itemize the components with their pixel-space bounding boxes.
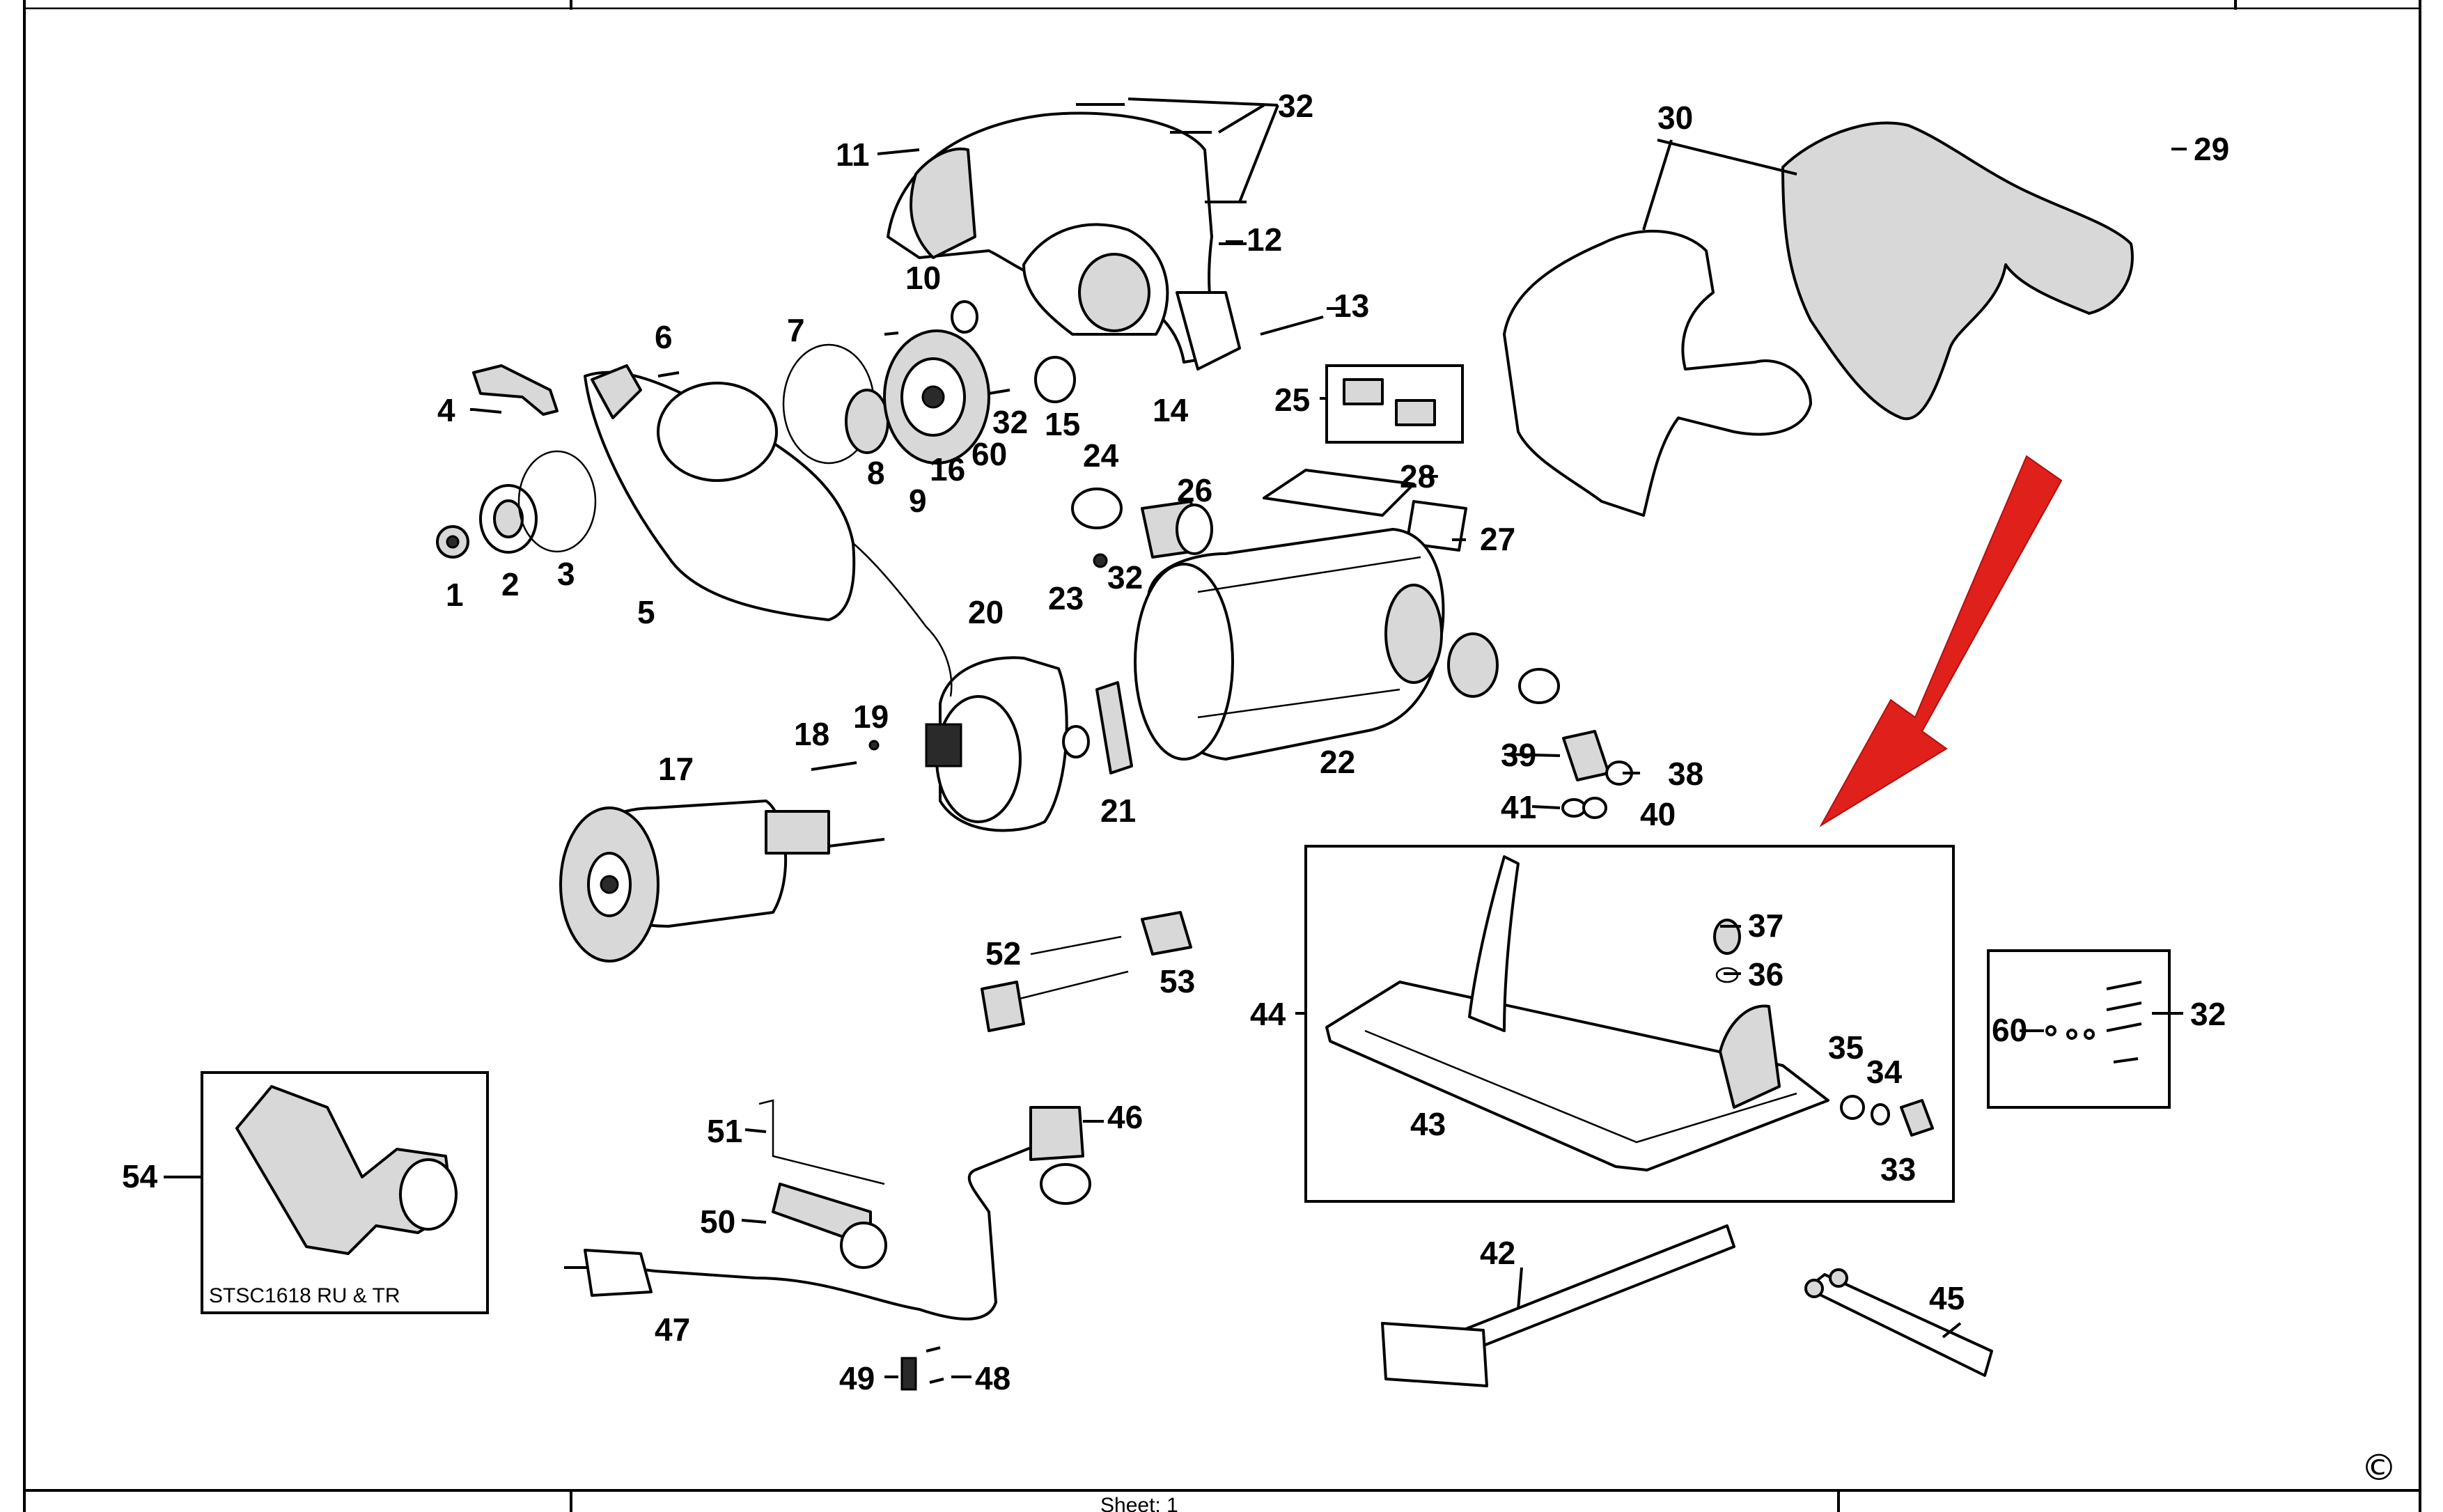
part-label-11: 11 xyxy=(836,137,870,173)
part-label-28: 28 xyxy=(1400,458,1435,494)
part-label-35: 35 xyxy=(1828,1029,1864,1066)
part-label-41: 41 xyxy=(1501,789,1536,825)
part-label-49: 49 xyxy=(839,1360,875,1396)
part-label-34: 34 xyxy=(1866,1054,1903,1090)
part-label-43: 43 xyxy=(1410,1106,1446,1142)
flange-washer-parts xyxy=(436,450,597,559)
leader-lines xyxy=(164,98,2187,1378)
part-label-8: 8 xyxy=(867,455,885,491)
part-label-12: 12 xyxy=(1247,221,1282,258)
part-label-6: 6 xyxy=(655,319,673,355)
part-number-labels: 1 2 3 4 5 6 7 8 9 10 11 12 13 14 15 16 1… xyxy=(122,88,2229,1396)
part-label-2: 2 xyxy=(501,566,520,602)
part-label-32a: 32 xyxy=(1278,88,1313,124)
copyright-symbol: © xyxy=(2361,1447,2397,1489)
part-label-30: 30 xyxy=(1657,100,1693,136)
part-label-25: 25 xyxy=(1274,382,1310,418)
part-label-38: 38 xyxy=(1668,756,1703,792)
part-label-27: 27 xyxy=(1480,521,1515,557)
gear-spindle-parts xyxy=(657,300,1076,465)
part-label-16: 16 xyxy=(930,451,965,488)
part-label-48: 48 xyxy=(975,1360,1010,1396)
bearing-parts xyxy=(1071,488,1213,559)
base-plate-box xyxy=(1304,845,1955,1203)
part-label-24: 24 xyxy=(1083,437,1119,474)
part-label-32c: 32 xyxy=(1107,559,1143,595)
part-label-36: 36 xyxy=(1748,956,1784,992)
brush-box-25 xyxy=(1325,364,1464,444)
terminal-parts xyxy=(981,911,1192,1032)
field-stator xyxy=(852,543,1133,832)
part-label-32d: 32 xyxy=(2190,996,2226,1032)
handle-halves xyxy=(1503,121,2134,517)
housing-small-parts xyxy=(1093,553,1633,819)
part-label-21: 21 xyxy=(1100,793,1136,829)
armature xyxy=(559,740,885,962)
part-label-9: 9 xyxy=(909,483,927,519)
part-label-33: 33 xyxy=(1880,1151,1916,1187)
part-label-47: 47 xyxy=(655,1311,690,1348)
part-label-13: 13 xyxy=(1334,288,1369,324)
box-54-caption: STSC1618 RU & TR xyxy=(209,1284,400,1307)
part-label-50: 50 xyxy=(700,1203,735,1240)
part-label-5: 5 xyxy=(637,594,655,630)
motor-housing xyxy=(1134,528,1445,761)
part-label-18: 18 xyxy=(794,716,829,752)
part-label-7: 7 xyxy=(787,312,805,348)
upper-blade-guard xyxy=(887,111,1241,371)
part-label-60a: 60 xyxy=(971,436,1007,472)
part-label-51: 51 xyxy=(707,1113,742,1149)
part-label-53: 53 xyxy=(1160,963,1195,999)
part-label-29: 29 xyxy=(2194,131,2229,167)
cord-and-switch xyxy=(564,1099,1091,1391)
part-label-20: 20 xyxy=(968,594,1004,630)
part-label-15: 15 xyxy=(1045,406,1080,442)
fence-and-wrench xyxy=(1381,1224,1993,1387)
part-label-1: 1 xyxy=(446,577,464,613)
page-frame: Sheet: 1 xyxy=(23,0,2421,1512)
part-label-37: 37 xyxy=(1748,907,1784,944)
part-label-32b: 32 xyxy=(992,404,1028,440)
part-label-17: 17 xyxy=(658,751,694,787)
red-pointer-arrow xyxy=(1819,455,2063,827)
part-label-14: 14 xyxy=(1153,392,1189,428)
rating-labels xyxy=(1263,469,1467,552)
part-label-42: 42 xyxy=(1480,1235,1515,1271)
part-label-40: 40 xyxy=(1640,796,1676,832)
part-label-4: 4 xyxy=(437,392,455,428)
part-label-26: 26 xyxy=(1177,472,1212,508)
part-label-39: 39 xyxy=(1501,737,1536,773)
part-label-22: 22 xyxy=(1320,744,1355,780)
part-label-45: 45 xyxy=(1929,1280,1965,1316)
lower-blade-guard xyxy=(584,364,856,621)
part-label-52: 52 xyxy=(985,935,1021,972)
dust-adapter-box: STSC1618 RU & TR xyxy=(201,1071,489,1314)
part-label-46: 46 xyxy=(1107,1099,1143,1135)
part-label-23: 23 xyxy=(1048,580,1084,616)
guard-lever xyxy=(472,364,559,416)
part-label-10: 10 xyxy=(905,260,941,296)
part-label-3: 3 xyxy=(557,556,575,592)
footer-text: Sheet: 1 xyxy=(1100,1494,1178,1512)
part-label-60b: 60 xyxy=(1992,1012,2027,1048)
part-label-54: 54 xyxy=(122,1158,158,1194)
screws-box-32 xyxy=(1987,949,2171,1109)
part-label-19: 19 xyxy=(853,699,889,735)
part-label-44: 44 xyxy=(1250,996,1286,1032)
